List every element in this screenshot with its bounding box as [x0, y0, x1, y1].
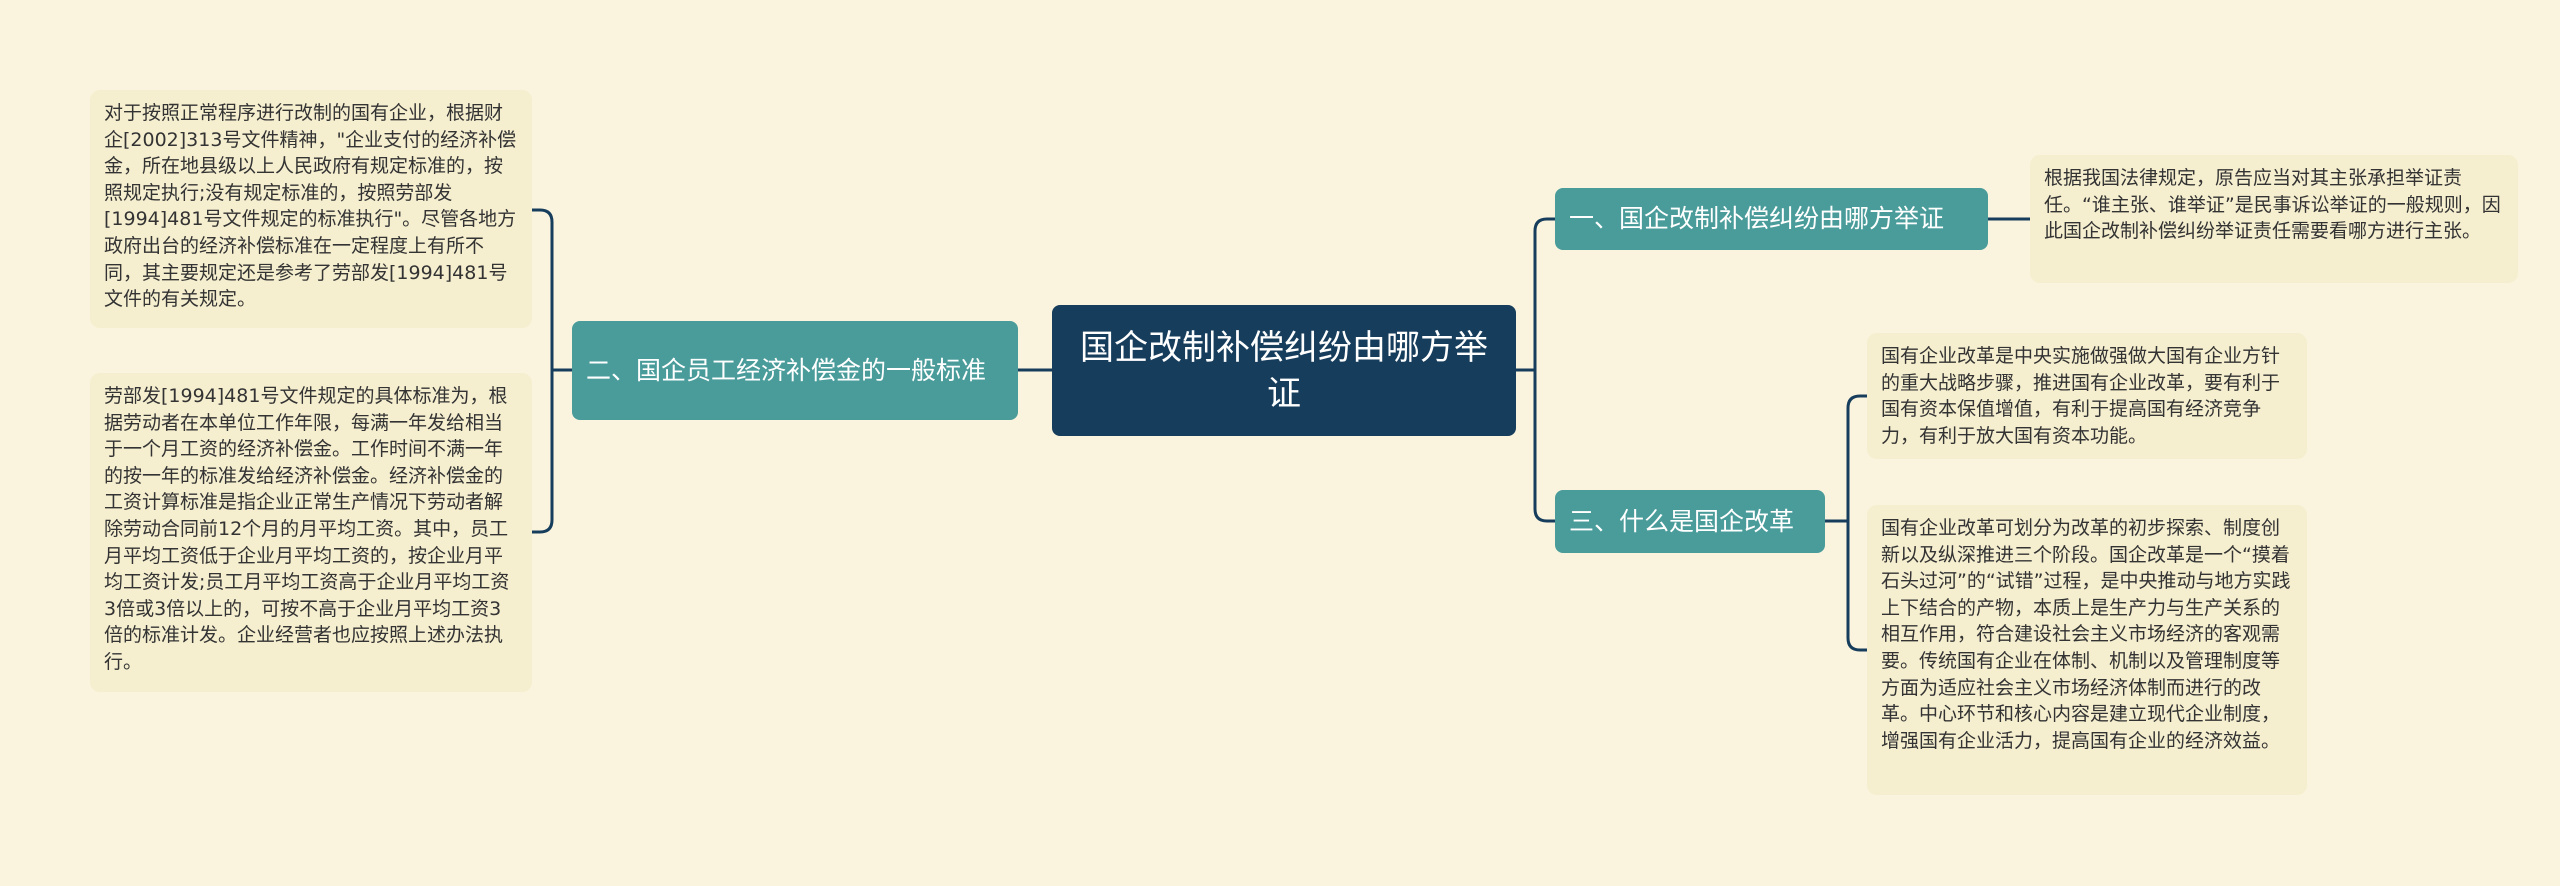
leaf-text: 根据我国法律规定，原告应当对其主张承担举证责任。“谁主张、谁举证”是民事诉讼举证… — [2044, 167, 2501, 243]
leaf-note[interactable]: 国有企业改革是中央实施做强做大国有企业方针的重大战略步骤，推进国有企业改革，要有… — [1867, 333, 2307, 459]
leaf-note[interactable]: 对于按照正常程序进行改制的国有企业，根据财企[2002]313号文件精神，"企业… — [90, 90, 532, 328]
leaf-text: 对于按照正常程序进行改制的国有企业，根据财企[2002]313号文件精神，"企业… — [104, 102, 517, 311]
central-topic[interactable]: 国企改制补偿纠纷由哪方举证 — [1052, 305, 1516, 436]
leaf-note[interactable]: 劳部发[1994]481号文件规定的具体标准为，根据劳动者在本单位工作年限，每满… — [90, 373, 532, 692]
leaf-text: 国有企业改革是中央实施做强做大国有企业方针的重大战略步骤，推进国有企业改革，要有… — [1881, 345, 2281, 447]
branch-node-soe-reform[interactable]: 三、什么是国企改革 — [1555, 490, 1825, 553]
connector-branch3-leaves — [1825, 394, 1867, 652]
leaf-text: 劳部发[1994]481号文件规定的具体标准为，根据劳动者在本单位工作年限，每满… — [104, 385, 510, 673]
branch-node-burden-of-proof[interactable]: 一、国企改制补偿纠纷由哪方举证 — [1555, 188, 1988, 250]
branch-label: 一、国企改制补偿纠纷由哪方举证 — [1569, 204, 1945, 233]
central-topic-title: 国企改制补偿纠纷由哪方举证 — [1080, 327, 1488, 414]
branch-label: 三、什么是国企改革 — [1569, 506, 1795, 536]
leaf-note[interactable]: 国有企业改革可划分为改革的初步探索、制度创新以及纵深推进三个阶段。国企改革是一个… — [1867, 505, 2307, 795]
branch-node-general-standard[interactable]: 二、国企员工经济补偿金的一般标准 — [572, 321, 1018, 420]
connector-center-right — [1516, 217, 1555, 523]
connector-left-bracket — [532, 208, 572, 534]
branch-label: 二、国企员工经济补偿金的一般标准 — [586, 355, 987, 385]
leaf-note[interactable]: 根据我国法律规定，原告应当对其主张承担举证责任。“谁主张、谁举证”是民事诉讼举证… — [2030, 155, 2518, 283]
leaf-text: 国有企业改革可划分为改革的初步探索、制度创新以及纵深推进三个阶段。国企改革是一个… — [1881, 517, 2291, 752]
